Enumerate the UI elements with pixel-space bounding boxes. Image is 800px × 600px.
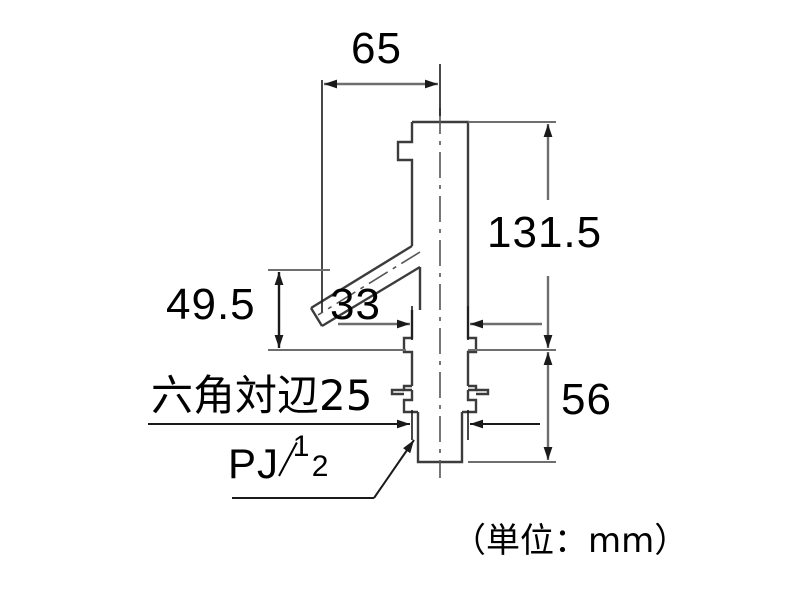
thread-spec-prefix: PJ (228, 440, 280, 487)
spout-centerline (317, 251, 421, 316)
dimension-33 (338, 306, 542, 340)
unit-note: （単位：mm） (452, 521, 689, 561)
dimension-131-5 (468, 121, 556, 351)
leader-thread-spec (232, 439, 415, 499)
dimension-label-33: 33 (330, 280, 381, 329)
dimension-label-65: 65 (351, 24, 402, 73)
leader-hex-across-flats (148, 410, 540, 440)
dimension-56 (468, 352, 556, 463)
fraction-denominator: 2 (311, 450, 330, 483)
fraction-numerator: 1 (292, 430, 311, 463)
label-hex-across-flats: 六角対辺25 (151, 371, 373, 420)
dimension-label-56: 56 (561, 375, 612, 424)
dimension-65 (321, 64, 441, 312)
dimension-49-5 (268, 269, 406, 351)
dimension-label-131-5: 131.5 (487, 208, 603, 257)
dimension-label-49-5: 49.5 (166, 280, 256, 329)
